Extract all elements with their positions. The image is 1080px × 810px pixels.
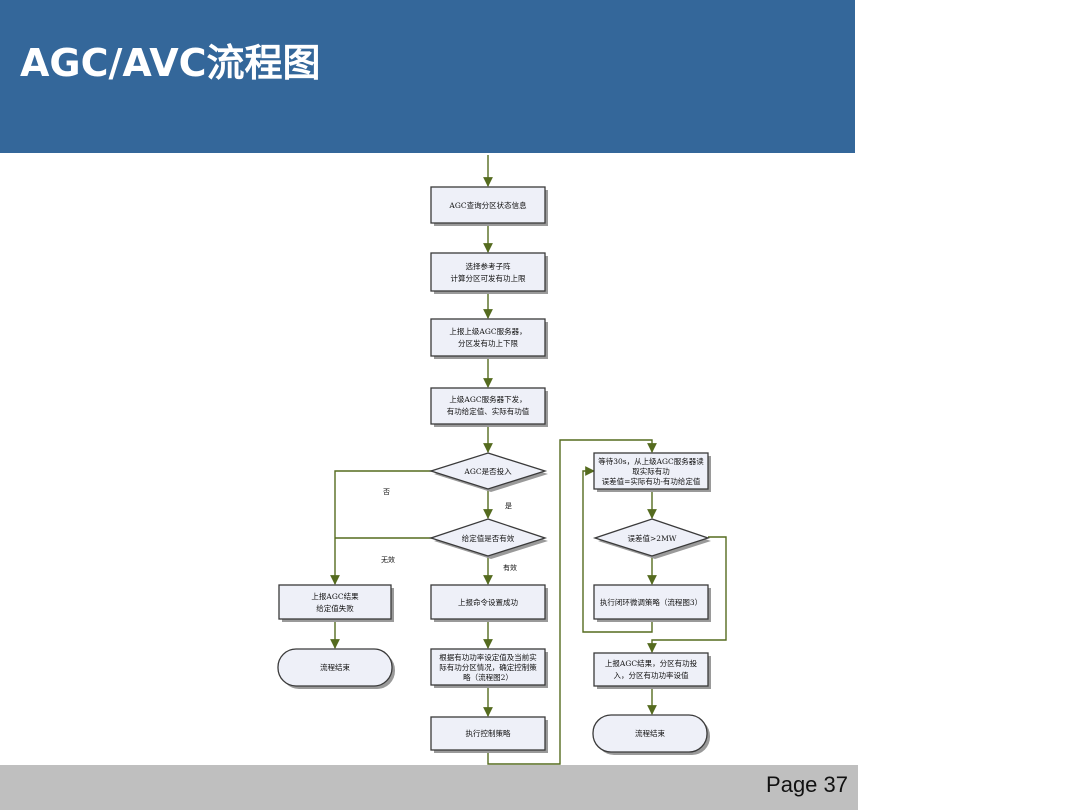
- node-label-line: 取实际有功: [632, 466, 670, 476]
- node-label-line: AGC查询分区状态信息: [448, 200, 527, 210]
- edge-d1-fail: [330, 470, 432, 585]
- decision-agc-enabled: AGC是否投入: [428, 452, 548, 492]
- node-label-line: 误差值=实际有功-有功给定值: [602, 476, 701, 486]
- node-determine-strategy: 根据有功功率设定值及当前实 际有功分区情况，确定控制策 略（流程图2）: [430, 648, 548, 688]
- header-bar: AGC/AVC流程图: [0, 0, 855, 153]
- edge-exec-wait: [487, 439, 657, 765]
- node-label-line: 选择参考子阵: [466, 261, 511, 271]
- node-report-agc-result: 上报AGC结果，分区有功投 入，分区有功功率设值: [593, 652, 711, 689]
- node-closed-loop-tuning: 执行闭环微调策略（流程图3）: [593, 584, 711, 622]
- node-select-reference: 选择参考子阵 计算分区可发有功上限: [430, 252, 548, 294]
- node-label-line: 流程结束: [635, 728, 665, 738]
- node-label-line: 给定值是否有效: [462, 533, 515, 543]
- node-label-line: 上报AGC结果，分区有功投: [605, 658, 698, 668]
- node-label-line: 有功给定值、实际有功值: [447, 406, 530, 416]
- node-label-line: AGC是否投入: [463, 466, 512, 476]
- node-label-line: 际有功分区情况，确定控制策: [439, 662, 537, 672]
- node-query-partition-status: AGC查询分区状态信息: [430, 186, 548, 226]
- node-label-line: 计算分区可发有功上限: [451, 273, 526, 283]
- edge-label-valid: 有效: [503, 563, 517, 572]
- node-label-line: 根据有功功率设定值及当前实: [439, 652, 537, 662]
- node-label-line: 入，分区有功功率设值: [614, 670, 689, 680]
- slide-title: AGC/AVC流程图: [20, 41, 321, 85]
- decision-setpoint-valid: 给定值是否有效: [428, 518, 548, 559]
- node-label-line: 给定值失败: [316, 603, 354, 613]
- node-execute-strategy: 执行控制策略: [430, 716, 548, 753]
- node-label-line: 分区发有功上下限: [458, 338, 518, 348]
- edge-label-no: 否: [383, 488, 390, 496]
- node-label-line: 略（流程图2）: [463, 672, 513, 682]
- node-report-upper-agc: 上报上级AGC服务器， 分区发有功上下限: [430, 318, 548, 359]
- terminal-end-left: 流程结束: [277, 648, 395, 689]
- page-number: Page 37: [766, 772, 848, 797]
- node-label-line: 等待30s，从上级AGC服务器读: [598, 456, 704, 466]
- node-label-line: 上报AGC结果: [311, 591, 359, 601]
- node-report-command-success: 上报命令设置成功: [430, 584, 548, 622]
- decision-error-threshold: 误差值>2MW: [592, 518, 711, 559]
- node-wait-read-actual: 等待30s，从上级AGC服务器读 取实际有功 误差值=实际有功-有功给定值: [593, 452, 711, 492]
- footer-bar: Page 37: [0, 765, 858, 810]
- node-label-line: 上级AGC服务器下发，: [449, 394, 526, 404]
- edge-d3-report: [647, 536, 727, 653]
- node-report-setpoint-failed: 上报AGC结果 给定值失败: [278, 584, 394, 622]
- node-label-line: 执行闭环微调策略（流程图3）: [600, 597, 702, 607]
- edge-loop-wait: [582, 466, 653, 633]
- node-label-line: 上报上级AGC服务器，: [449, 326, 526, 336]
- node-label-line: 执行控制策略: [466, 728, 511, 738]
- terminal-end-right: 流程结束: [592, 714, 710, 755]
- node-label-line: 误差值>2MW: [628, 533, 677, 543]
- node-upper-agc-dispatch: 上级AGC服务器下发， 有功给定值、实际有功值: [430, 387, 548, 427]
- node-label-line: 上报命令设置成功: [458, 597, 518, 607]
- edge-label-invalid: 无效: [381, 555, 395, 564]
- edge-label-yes: 是: [505, 502, 512, 510]
- node-label-line: 流程结束: [320, 662, 350, 672]
